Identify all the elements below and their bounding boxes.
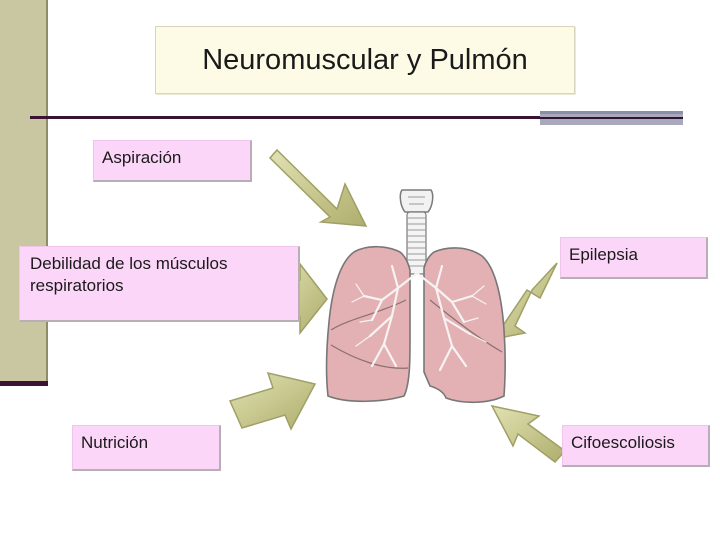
title-divider-line <box>30 116 540 119</box>
label-debilidad-musculos: Debilidad de los músculos respiratorios <box>19 246 300 322</box>
label-debilidad-line1: Debilidad de los músculos <box>30 254 228 273</box>
slide-title: Neuromuscular y Pulmón <box>155 26 575 94</box>
label-cifoescoliosis-text: Cifoescoliosis <box>571 433 675 452</box>
left-accent-bar-foot <box>0 381 48 386</box>
arrow-right-down-icon <box>268 148 368 227</box>
label-aspiracion: Aspiración <box>93 140 252 182</box>
arrow-left-down-icon <box>492 262 558 341</box>
label-epilepsia: Epilepsia <box>560 237 708 279</box>
arrow-up-left-icon <box>490 404 567 464</box>
title-divider-accent <box>540 111 683 125</box>
lungs-illustration-icon <box>325 189 506 404</box>
arrow-up-right-icon <box>228 371 317 431</box>
label-aspiracion-text: Aspiración <box>102 148 182 167</box>
label-nutricion-text: Nutrición <box>81 433 149 452</box>
label-cifoescoliosis: Cifoescoliosis <box>562 425 710 467</box>
label-nutricion: Nutrición <box>72 425 221 471</box>
label-debilidad-line2: respiratorios <box>30 275 124 295</box>
label-epilepsia-text: Epilepsia <box>569 245 638 264</box>
